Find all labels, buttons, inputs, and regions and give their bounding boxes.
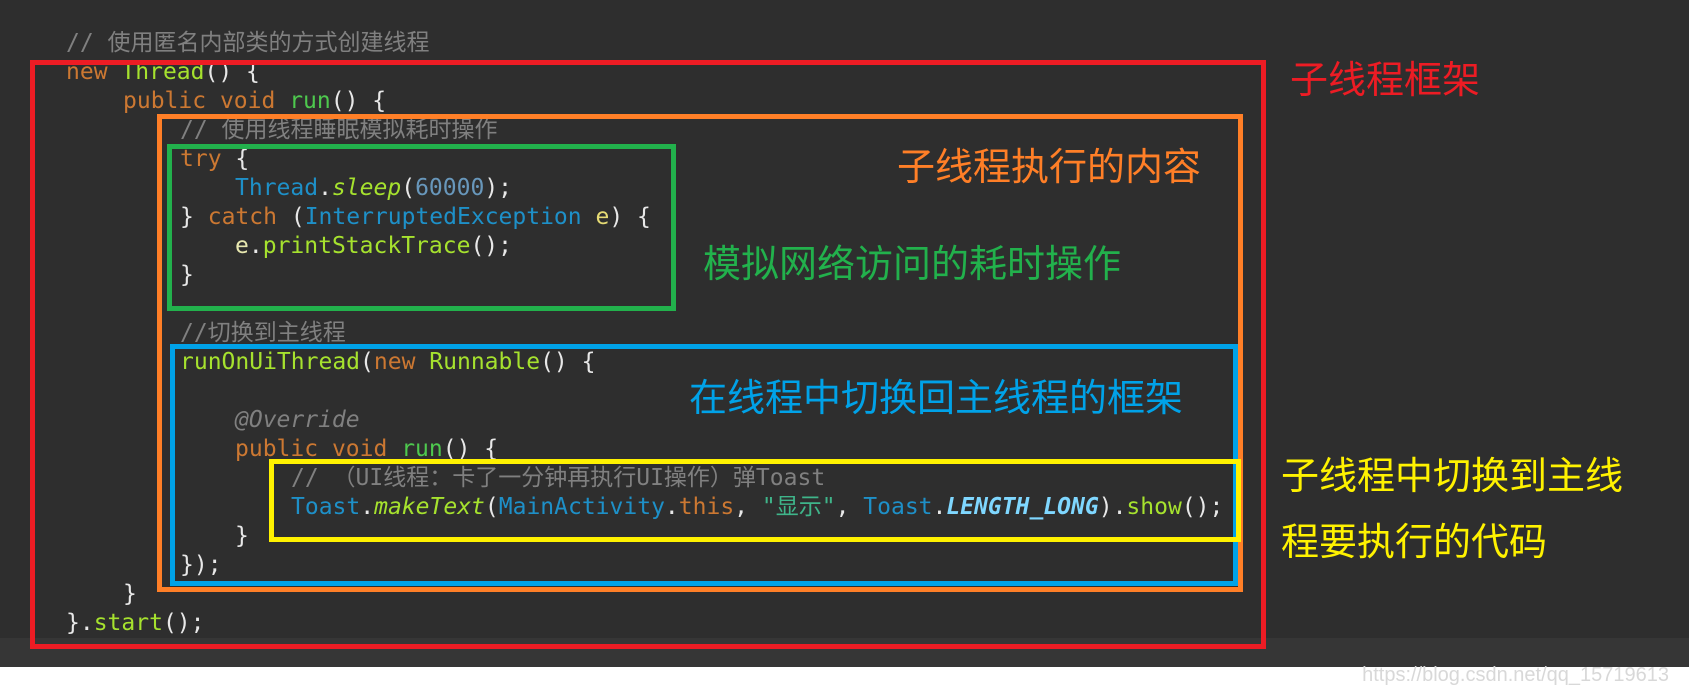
punct: (); <box>1181 494 1224 520</box>
keyword-void: void <box>219 88 276 114</box>
comment-sleep: // 使用线程睡眠模拟耗时操作 <box>180 117 498 143</box>
type-toast: Toast <box>863 494 933 520</box>
comment-toast: // （UI线程：卡了一分钟再执行UI操作）弹Toast <box>291 465 826 491</box>
punct: . <box>360 494 375 520</box>
code-line-public-run-inner: public void run() { <box>235 435 498 464</box>
punct: ) { <box>609 204 651 230</box>
code-line-toast: Toast.makeText(MainActivity.this, "显示", … <box>291 493 1223 522</box>
punct: () { <box>540 349 596 375</box>
type-interrupted-exception: InterruptedException <box>304 204 582 230</box>
punct: (); <box>162 610 205 636</box>
toast-string: "显示" <box>761 494 836 520</box>
keyword-catch: catch <box>207 204 277 230</box>
comment-anonymous-class: // 使用匿名内部类的方式创建线程 <box>66 30 430 56</box>
orange-thread-content-box <box>157 114 1243 592</box>
green-network-sim-box <box>167 144 676 311</box>
method-show: show <box>1126 494 1182 520</box>
code-line-sleep: Thread.sleep(60000); <box>235 174 512 203</box>
annotation-override: @Override <box>235 407 360 433</box>
label-switch-main-frame: 在线程中切换回主线程的框架 <box>689 376 1184 420</box>
code-line-public-run: public void run() { <box>123 87 386 116</box>
punct: }. <box>66 610 94 636</box>
method-run: run <box>289 88 331 114</box>
method-run-on-ui-thread: runOnUiThread <box>180 349 361 375</box>
code-line-start: }.start(); <box>66 609 205 638</box>
punct: () { <box>330 88 387 114</box>
punct: (); <box>470 233 512 259</box>
method-print-stack-trace: printStackTrace <box>262 233 471 259</box>
label-main-code-line1: 子线程中切换到主线 <box>1281 454 1624 498</box>
punct: ); <box>484 175 513 201</box>
type-main-activity: MainActivity <box>498 494 665 520</box>
punct: , <box>835 494 864 520</box>
method-make-text: makeText <box>374 494 485 520</box>
class-runnable: Runnable <box>429 349 541 375</box>
var-e: e <box>235 233 249 259</box>
code-line-close-runnable: }); <box>180 552 222 578</box>
code-line-try: try { <box>180 145 249 174</box>
yellow-main-code-box <box>269 459 1241 542</box>
code-line-close-try: } <box>180 262 194 288</box>
exception-var: e <box>595 204 610 230</box>
punct: ( <box>290 204 305 230</box>
method-run: run <box>401 436 443 462</box>
watermark: https://blog.csdn.net/qq_15719613 <box>1362 664 1669 686</box>
label-main-code-line2: 程要执行的代码 <box>1281 520 1548 564</box>
punct: ). <box>1098 494 1127 520</box>
keyword-public: public <box>235 436 319 462</box>
code-line-print-stack: e.printStackTrace(); <box>235 232 512 261</box>
keyword-new: new <box>373 349 416 375</box>
type-toast: Toast <box>291 494 361 520</box>
keyword-public: public <box>123 88 207 114</box>
const-length-long: LENGTH_LONG <box>946 494 1099 520</box>
punct: . <box>932 494 947 520</box>
method-sleep: sleep <box>331 175 402 201</box>
label-network-sim: 模拟网络访问的耗时操作 <box>703 242 1122 286</box>
label-thread-frame: 子线程框架 <box>1290 58 1481 102</box>
punct: } <box>180 204 194 230</box>
code-screenshot-canvas <box>0 0 1689 638</box>
code-line-close-run: } <box>235 523 249 549</box>
punct: . <box>318 175 332 201</box>
punct: , <box>734 494 762 520</box>
sleep-value: 60000 <box>415 175 485 201</box>
bottom-strip <box>0 638 1689 667</box>
punct: . <box>664 494 679 520</box>
punct: ( <box>484 494 499 520</box>
label-thread-content: 子线程执行的内容 <box>897 145 1202 189</box>
punct: . <box>248 233 263 259</box>
punct: ( <box>360 349 374 375</box>
red-thread-frame-box <box>30 60 1266 649</box>
punct: () { <box>442 436 499 462</box>
keyword-void: void <box>331 436 388 462</box>
code-line-close-outer-run: } <box>123 581 137 607</box>
type-thread: Thread <box>235 175 319 201</box>
punct: ( <box>401 175 416 201</box>
comment-switch-main: //切换到主线程 <box>180 320 346 346</box>
punct: { <box>221 146 250 172</box>
keyword-try: try <box>180 146 222 172</box>
blue-switch-main-box <box>170 344 1238 586</box>
keyword-this: this <box>678 494 735 520</box>
code-line-run-on-ui: runOnUiThread(new Runnable() { <box>180 348 595 377</box>
method-start: start <box>93 610 163 636</box>
code-line-catch: } catch (InterruptedException e) { <box>180 203 651 232</box>
